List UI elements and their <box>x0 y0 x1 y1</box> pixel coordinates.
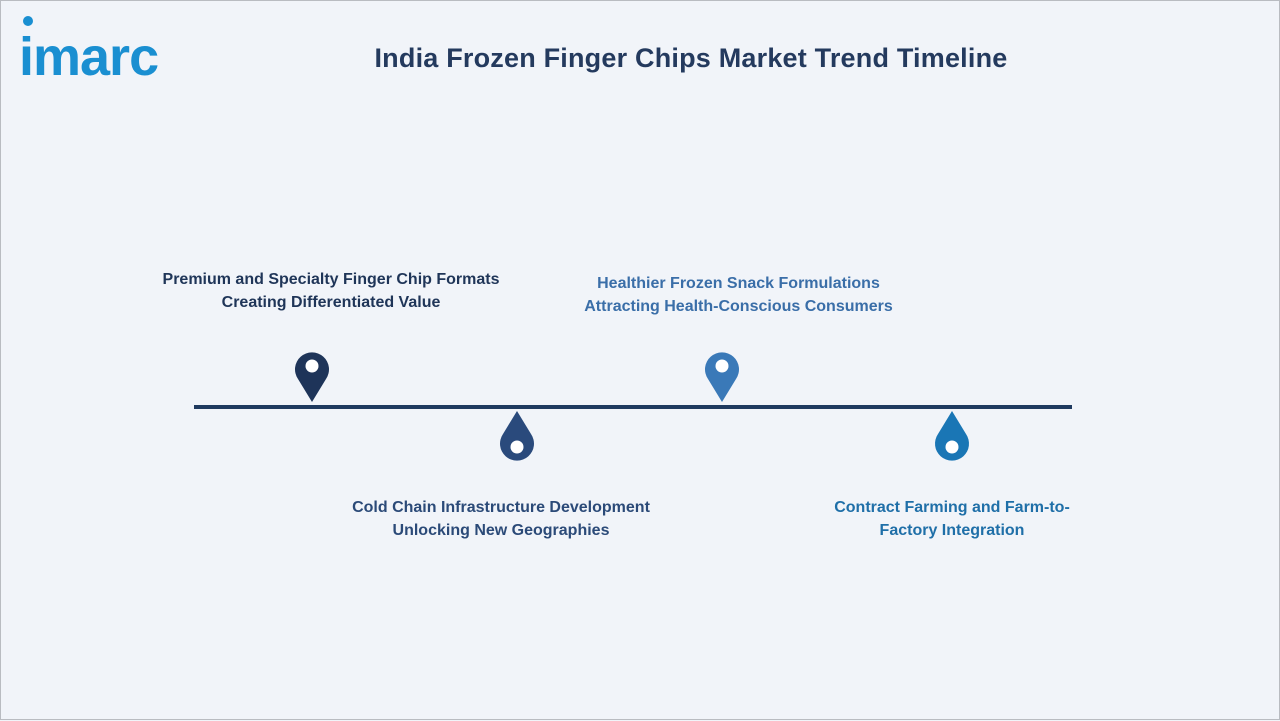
timeline-label-contract-farming: Contract Farming and Farm-to-Factory Int… <box>834 499 1070 539</box>
timeline-label-premium-formats: Premium and Specialty Finger Chip Format… <box>162 271 500 311</box>
location-pin-icon <box>294 352 329 402</box>
imarc-logo: imarc <box>19 16 159 83</box>
imarc-logo-text: imarc <box>19 27 158 83</box>
timeline-marker-4 <box>935 411 969 461</box>
water-drop-icon <box>935 411 969 461</box>
timeline-label-healthier-formulations: Healthier Frozen Snack Formulations Attr… <box>584 275 893 315</box>
timeline-label-cold-chain: Cold Chain Infrastructure Development Un… <box>352 499 650 539</box>
timeline-marker-2 <box>499 411 534 461</box>
timeline-marker-3 <box>705 352 740 402</box>
location-pin-icon <box>705 352 740 402</box>
timeline-marker-1 <box>294 352 329 402</box>
page-title: India Frozen Finger Chips Market Trend T… <box>374 43 1008 73</box>
water-drop-icon <box>499 411 534 461</box>
